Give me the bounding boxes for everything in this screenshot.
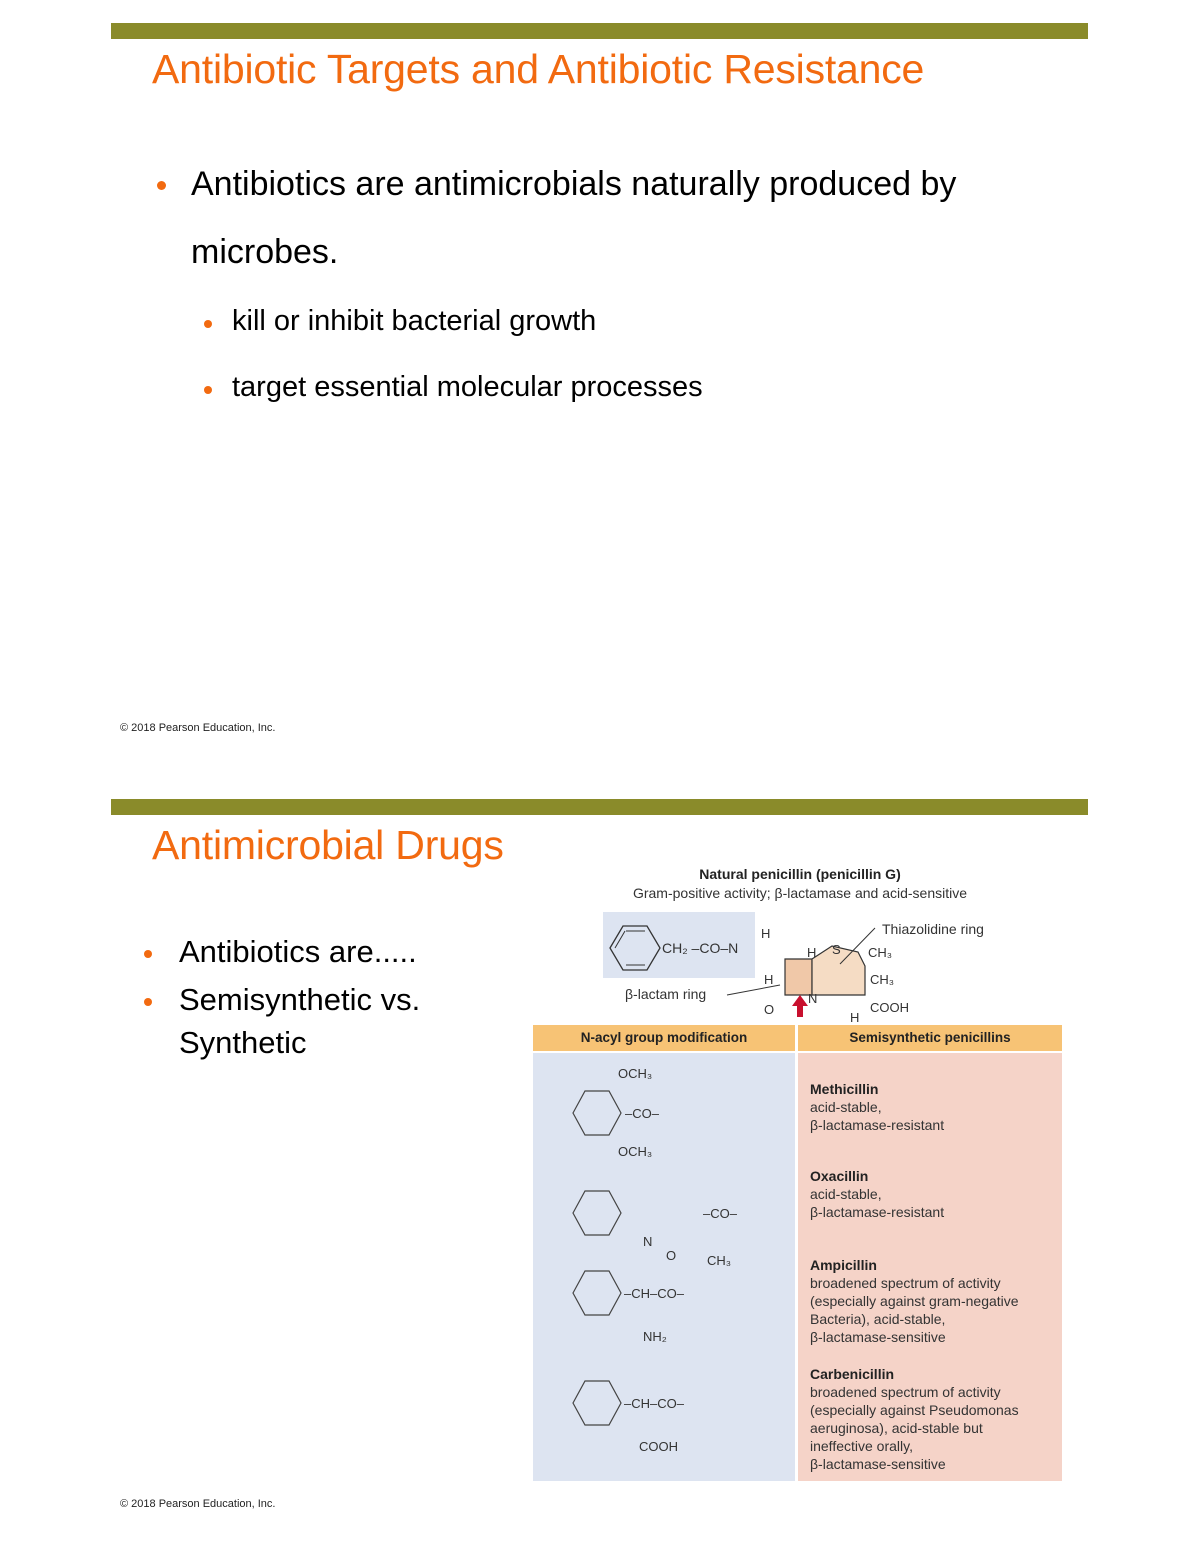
svg-text:H: H	[761, 926, 770, 941]
slide1-bullet-1: Antibiotics are antimicrobials naturally…	[191, 165, 957, 203]
svg-text:β-lactam ring: β-lactam ring	[625, 986, 706, 1002]
svg-text:S: S	[832, 942, 841, 957]
svg-text:H: H	[807, 945, 816, 960]
bullet-icon	[157, 181, 166, 190]
svg-text:–CO–: –CO–	[703, 1206, 738, 1221]
svg-text:CH₃: CH₃	[870, 972, 894, 987]
svg-text:H: H	[764, 972, 773, 987]
slide2-accent-bar	[111, 799, 1088, 815]
slide1-subbullet-1: kill or inhibit bacterial growth	[232, 305, 597, 337]
bullet-icon	[204, 320, 212, 328]
slide2-bullet-1: Antibiotics are.....	[179, 934, 417, 969]
svg-text:H: H	[850, 1010, 859, 1025]
slide1-accent-bar	[111, 23, 1088, 39]
semisynthetic-penicillins-column: Methicillin acid-stable, β-lactamase-res…	[798, 1053, 1062, 1481]
slide2-copyright: © 2018 Pearson Education, Inc.	[120, 1498, 276, 1510]
drug-methicillin: Methicillin acid-stable, β-lactamase-res…	[810, 1081, 945, 1133]
side-chain-structures: OCH₃ –CO– OCH₃ –CO– N O CH₃ –CH–CO– NH₂ …	[572, 1066, 738, 1454]
n-acyl-structures-column: OCH₃ –CO– OCH₃ –CO– N O CH₃ –CH–CO– NH₂ …	[533, 1053, 795, 1481]
svg-text:N: N	[808, 991, 817, 1006]
penicillin-structure-diagram: CH₂ –CO–N H H S CH₃ CH₃ COOH H O N H Thi…	[603, 912, 984, 1025]
drug-ampicillin: Ampicillin broadened spectrum of activit…	[810, 1257, 1019, 1345]
figure-title: Natural penicillin (penicillin G)	[699, 866, 901, 882]
slide1-copyright: © 2018 Pearson Education, Inc.	[120, 722, 276, 734]
svg-text:–CO–: –CO–	[625, 1106, 660, 1121]
slide1-bullet-1-cont: microbes.	[191, 233, 339, 271]
table-header-semisynthetic: Semisynthetic penicillins	[798, 1025, 1062, 1051]
drug-oxacillin: Oxacillin acid-stable, β-lactamase-resis…	[810, 1168, 945, 1220]
svg-text:CH₂ –CO–N: CH₂ –CO–N	[662, 940, 738, 956]
slide2-title: Antimicrobial Drugs	[152, 822, 504, 868]
bullet-icon	[144, 950, 152, 958]
svg-text:OCH₃: OCH₃	[618, 1144, 652, 1159]
slide1-title: Antibiotic Targets and Antibiotic Resist…	[152, 46, 925, 92]
svg-text:CH₃: CH₃	[707, 1253, 731, 1268]
svg-text:Thiazolidine ring: Thiazolidine ring	[882, 921, 984, 937]
svg-text:O: O	[764, 1002, 774, 1017]
svg-text:–CH–CO–: –CH–CO–	[624, 1286, 685, 1301]
svg-text:COOH: COOH	[639, 1439, 678, 1454]
svg-text:CH₃: CH₃	[868, 945, 892, 960]
svg-text:OCH₃: OCH₃	[618, 1066, 652, 1081]
svg-text:O: O	[666, 1248, 676, 1263]
svg-text:N: N	[643, 1234, 652, 1249]
svg-text:NH₂: NH₂	[643, 1329, 667, 1344]
figure-subtitle: Gram-positive activity; β-lactamase and …	[632, 885, 968, 901]
drug-carbenicillin: Carbenicillin broadened spectrum of acti…	[810, 1366, 1019, 1472]
svg-text:COOH: COOH	[870, 1000, 909, 1015]
table-header-n-acyl: N-acyl group modification	[533, 1025, 795, 1051]
svg-text:–CH–CO–: –CH–CO–	[624, 1396, 685, 1411]
bullet-icon	[144, 998, 152, 1006]
bullet-icon	[204, 386, 212, 394]
slide1-subbullet-2: target essential molecular processes	[232, 371, 703, 403]
slide2-bullet-2-cont: Synthetic	[179, 1025, 307, 1060]
slide2-bullet-2: Semisynthetic vs.	[179, 982, 421, 1017]
penicillin-figure: Natural penicillin (penicillin G) Gram-p…	[520, 860, 1080, 1490]
